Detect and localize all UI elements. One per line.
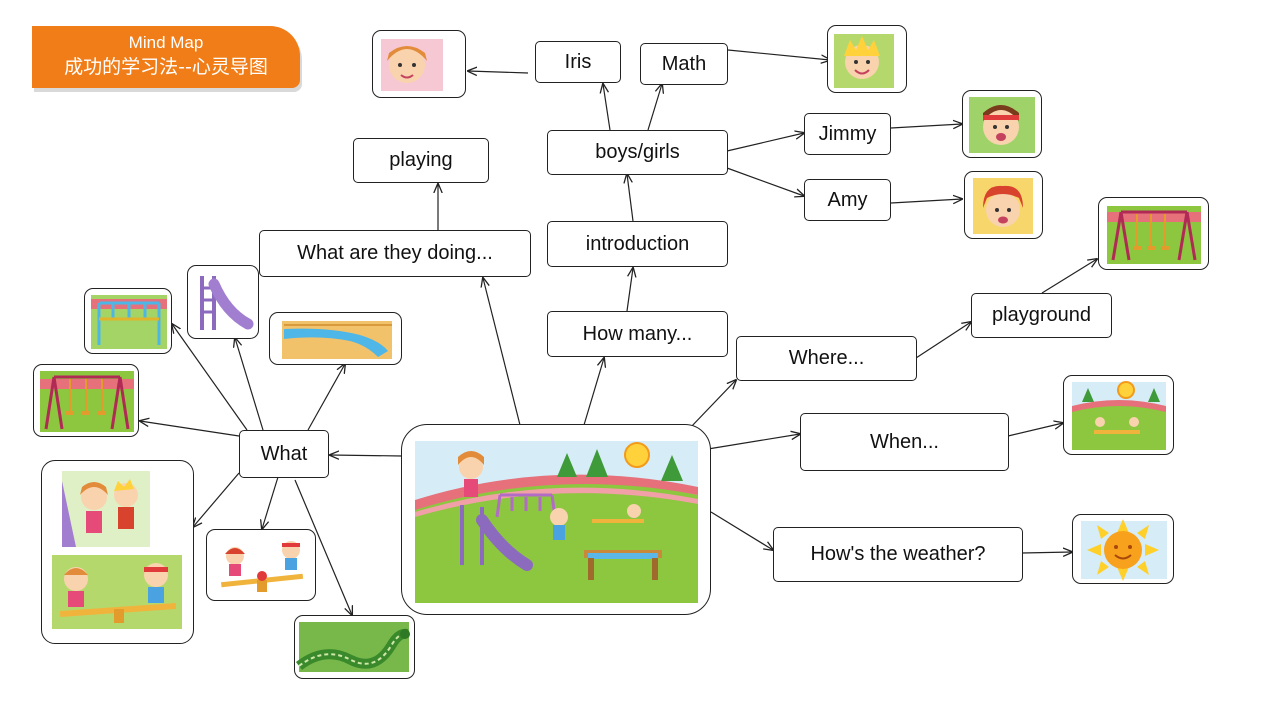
node-how-many[interactable]: How many...	[547, 311, 728, 357]
node-iris[interactable]: Iris	[535, 41, 621, 83]
node-introduction[interactable]: introduction	[547, 221, 728, 267]
arrow-what-to-swings	[140, 421, 240, 437]
node-where[interactable]: Where...	[736, 336, 917, 381]
node-weather[interactable]: How's the weather?	[773, 527, 1023, 582]
arrow-center-to-where	[689, 380, 736, 429]
seesaw-scene-icon	[1072, 381, 1166, 450]
arrow-weather-to-picture	[1021, 552, 1072, 553]
swings-picture	[33, 364, 139, 437]
weather-picture	[1072, 514, 1174, 584]
arrow-boysgirls-to-jimmy	[726, 133, 804, 152]
snake-path-icon	[295, 622, 410, 672]
arrow-howmany-to-introduction	[626, 268, 633, 312]
seesaw-icon	[221, 541, 304, 592]
arrow-center-to-when	[707, 434, 800, 450]
arrow-jimmy-to-picture	[890, 124, 962, 128]
arrow-iris-to-picture	[468, 71, 529, 73]
arrow-center-to-howmany	[583, 358, 604, 426]
arrow-what-to-monkeybars	[172, 324, 248, 431]
children-and-seesaw-icon	[52, 471, 182, 629]
header-banner: Mind Map 成功的学习法--心灵导图	[32, 26, 300, 88]
swing-set-icon	[1107, 206, 1201, 264]
slide-picture	[187, 265, 259, 339]
playground-picture	[1098, 197, 1209, 270]
seesaw-picture	[206, 529, 316, 601]
arrow-center-to-what	[330, 455, 403, 456]
sandbox-picture	[269, 312, 402, 365]
sandbox-icon	[282, 321, 392, 359]
node-math[interactable]: Math	[640, 43, 728, 85]
node-playing[interactable]: playing	[353, 138, 489, 183]
slide-icon	[200, 276, 254, 330]
boy-headband-face-icon	[969, 97, 1035, 153]
monkey-bars-picture	[84, 288, 172, 354]
arrow-math-to-picture	[727, 49, 830, 60]
arrow-what-to-slide	[235, 338, 264, 431]
arrow-what-to-seesaw	[262, 476, 279, 529]
arrow-introduction-to-boysgirls	[627, 174, 634, 222]
arrow-what-to-kids	[193, 472, 240, 527]
node-what[interactable]: What	[239, 430, 329, 478]
banner-title: Mind Map	[128, 33, 204, 52]
snake-picture	[294, 615, 415, 679]
sun-icon	[1081, 519, 1167, 581]
node-amy[interactable]: Amy	[804, 179, 891, 221]
jimmy-picture	[962, 90, 1042, 158]
node-jimmy[interactable]: Jimmy	[804, 113, 891, 155]
node-playground[interactable]: playground	[971, 293, 1112, 338]
banner-subtitle: 成功的学习法--心灵导图	[64, 56, 268, 78]
arrow-boysgirls-to-iris	[603, 84, 611, 131]
node-boys-girls[interactable]: boys/girls	[547, 130, 728, 175]
iris-picture	[372, 30, 466, 98]
children-picture	[41, 460, 194, 644]
amy-picture	[964, 171, 1043, 239]
arrow-center-to-whatdoing	[483, 278, 521, 426]
girl-red-hair-face-icon	[973, 178, 1033, 234]
node-what-are-they-doing[interactable]: What are they doing...	[259, 230, 531, 277]
boy-face-icon	[834, 34, 894, 88]
arrow-amy-to-picture	[890, 199, 962, 203]
arrow-playground-to-picture	[1041, 259, 1097, 294]
node-when[interactable]: When...	[800, 413, 1009, 471]
girl-face-icon	[381, 39, 443, 91]
arrow-where-to-playground	[915, 322, 971, 359]
math-picture	[827, 25, 907, 93]
arrow-what-to-sandbox	[307, 364, 345, 431]
arrow-center-to-weather	[710, 511, 773, 550]
playground-scene-illustration	[415, 441, 698, 603]
swing-set-icon	[40, 371, 134, 432]
arrow-when-to-picture	[1007, 423, 1063, 437]
arrow-boysgirls-to-math	[647, 84, 662, 131]
arrow-boysgirls-to-amy	[726, 167, 804, 196]
when-picture	[1063, 375, 1174, 455]
monkey-bars-icon	[91, 295, 167, 349]
center-playground-picture	[401, 424, 711, 615]
